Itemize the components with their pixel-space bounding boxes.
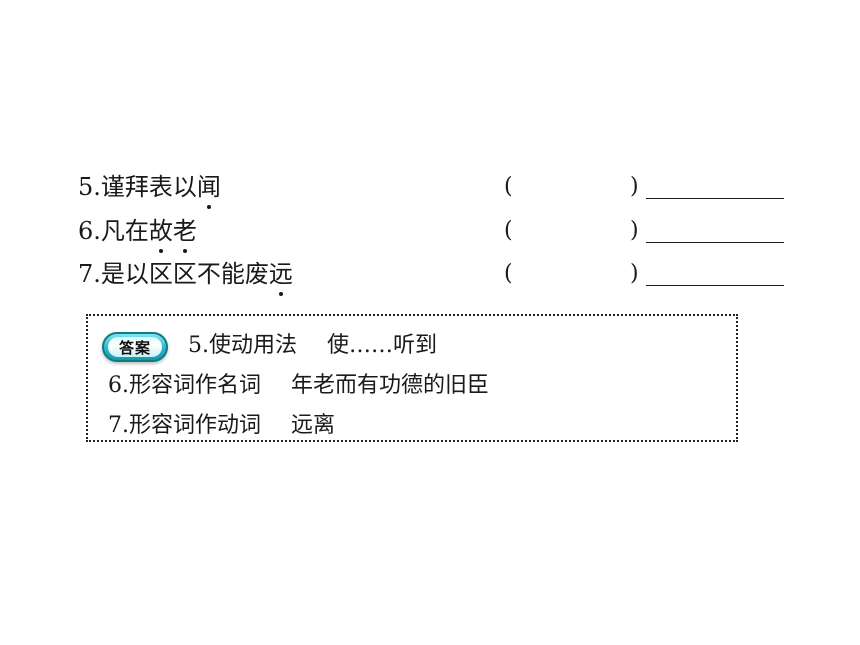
question-char: 凡: [100, 217, 125, 245]
question-char: 不: [196, 260, 221, 288]
answer-paren-open: (: [504, 261, 513, 286]
question-row-7: 7.是以区区不能废远 ( ): [78, 259, 788, 296]
question-char: 废: [244, 260, 269, 288]
answer-box: 答案 5.使动用法 使……听到 6.形容词作名词 年老而有功德的旧臣 7.形容词作动…: [86, 314, 738, 442]
answer-line-6: 6.形容词作名词 年老而有功德的旧臣: [108, 372, 489, 400]
question-char: 老: [172, 217, 197, 253]
answer-line-part2: 使……听到: [327, 333, 438, 358]
answer-paren-open: (: [504, 174, 513, 199]
answer-paren-open: (: [504, 218, 513, 243]
answer-paren-close: ): [630, 261, 639, 286]
question-row-5: 5.谨拜表以闻 ( ): [78, 172, 788, 209]
question-char: 故: [148, 217, 173, 253]
question-char: 是: [100, 260, 125, 288]
question-char: 在: [124, 217, 149, 245]
question-char: 远: [268, 260, 293, 296]
question-char: 区: [148, 260, 173, 288]
answer-line-5: 5.使动用法 使……听到: [188, 332, 437, 360]
question-char: 以: [124, 260, 149, 288]
question-text: 6.凡在故老: [78, 216, 197, 253]
answer-line-7: 7.形容词作动词 远离: [108, 412, 335, 440]
answer-blank-line: [646, 198, 784, 199]
answer-line-part1: 5.使动用法: [188, 333, 297, 358]
answer-blank-line: [646, 285, 784, 286]
question-number: 6.: [78, 217, 101, 245]
question-char: 闻: [196, 173, 221, 209]
answer-badge-label: 答案: [108, 337, 162, 357]
question-char: 表: [148, 173, 173, 201]
answer-paren-close: ): [630, 218, 639, 243]
answer-line-part1: 7.形容词作动词: [108, 413, 261, 438]
answer-line-part2: 年老而有功德的旧臣: [291, 373, 490, 398]
question-char: 能: [220, 260, 245, 288]
answer-paren-close: ): [630, 174, 639, 199]
answer-blank-line: [646, 242, 784, 243]
question-number: 5.: [78, 173, 101, 201]
answer-line-part2: 远离: [291, 413, 336, 438]
question-char: 区: [172, 260, 197, 288]
question-text: 5.谨拜表以闻: [78, 172, 221, 209]
question-row-6: 6.凡在故老 ( ): [78, 216, 788, 253]
question-char: 谨: [100, 173, 125, 201]
question-char: 以: [172, 173, 197, 201]
answer-badge[interactable]: 答案: [102, 332, 168, 362]
answer-line-part1: 6.形容词作名词: [108, 373, 261, 398]
question-text: 7.是以区区不能废远: [78, 259, 293, 296]
question-number: 7.: [78, 260, 101, 288]
question-char: 拜: [124, 173, 149, 201]
